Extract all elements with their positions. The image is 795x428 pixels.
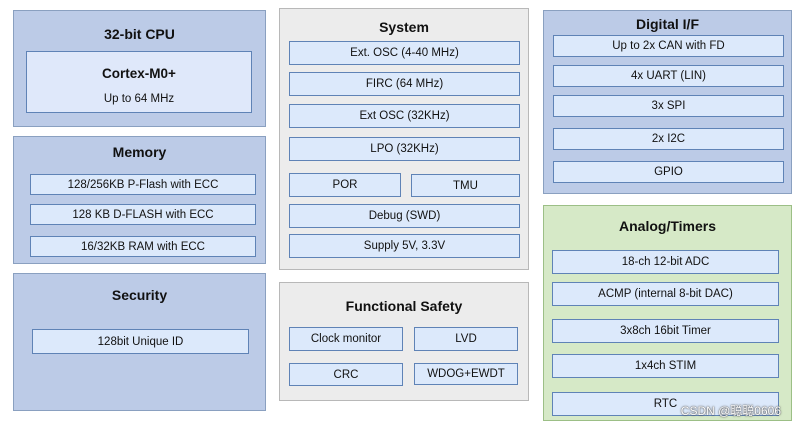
safety-title: Functional Safety <box>345 298 463 314</box>
memory-ram: 16/32KB RAM with ECC <box>30 236 256 257</box>
safety-lvd: LVD <box>414 327 518 351</box>
digital-uart: 4x UART (LIN) <box>553 65 784 87</box>
digital-gpio: GPIO <box>553 161 784 183</box>
analog-title: Analog/Timers <box>619 218 716 234</box>
safety-wdog: WDOG+EWDT <box>414 363 518 385</box>
digital-spi: 3x SPI <box>553 95 784 117</box>
digital-title: Digital I/F <box>636 16 699 32</box>
memory-panel: Memory 128/256KB P-Flash with ECC 128 KB… <box>13 136 266 264</box>
memory-pflash: 128/256KB P-Flash with ECC <box>30 174 256 195</box>
analog-acmp: ACMP (internal 8-bit DAC) <box>552 282 779 306</box>
memory-title: Memory <box>112 144 167 160</box>
analog-timer: 3x8ch 16bit Timer <box>552 319 779 343</box>
security-panel: Security 128bit Unique ID <box>13 273 266 411</box>
digital-panel: Digital I/F Up to 2x CAN with FD 4x UART… <box>543 10 792 194</box>
security-uid: 128bit Unique ID <box>32 329 249 354</box>
analog-rtc: RTC <box>552 392 779 416</box>
analog-stim: 1x4ch STIM <box>552 354 779 378</box>
safety-panel: Functional Safety Clock monitor LVD CRC … <box>279 282 529 401</box>
digital-i2c: 2x I2C <box>553 128 784 150</box>
system-tmu: TMU <box>411 174 520 197</box>
cortex-freq: Up to 64 MHz <box>103 93 175 105</box>
digital-can: Up to 2x CAN with FD <box>553 35 784 57</box>
system-panel: System Ext. OSC (4-40 MHz) FIRC (64 MHz)… <box>279 8 529 270</box>
analog-panel: Analog/Timers 18-ch 12-bit ADC ACMP (int… <box>543 205 792 421</box>
cortex-box: Cortex-M0+ Up to 64 MHz <box>26 51 252 113</box>
system-firc: FIRC (64 MHz) <box>289 72 520 96</box>
system-ext-osc-hf: Ext. OSC (4-40 MHz) <box>289 41 520 65</box>
security-title: Security <box>111 287 168 303</box>
safety-crc: CRC <box>289 363 403 386</box>
cpu-title: 32-bit CPU <box>104 26 175 42</box>
system-ext-osc-lf: Ext OSC (32KHz) <box>289 104 520 128</box>
system-supply: Supply 5V, 3.3V <box>289 234 520 258</box>
safety-clock-monitor: Clock monitor <box>289 327 403 351</box>
system-por: POR <box>289 173 401 197</box>
system-lpo: LPO (32KHz) <box>289 137 520 161</box>
system-title: System <box>379 19 429 35</box>
memory-dflash: 128 KB D-FLASH with ECC <box>30 204 256 225</box>
watermark: CSDN @聪聪0606 <box>680 404 781 418</box>
analog-adc: 18-ch 12-bit ADC <box>552 250 779 274</box>
system-debug: Debug (SWD) <box>289 204 520 228</box>
cortex-title: Cortex-M0+ <box>102 66 176 81</box>
cpu-panel: 32-bit CPU Cortex-M0+ Up to 64 MHz <box>13 10 266 127</box>
